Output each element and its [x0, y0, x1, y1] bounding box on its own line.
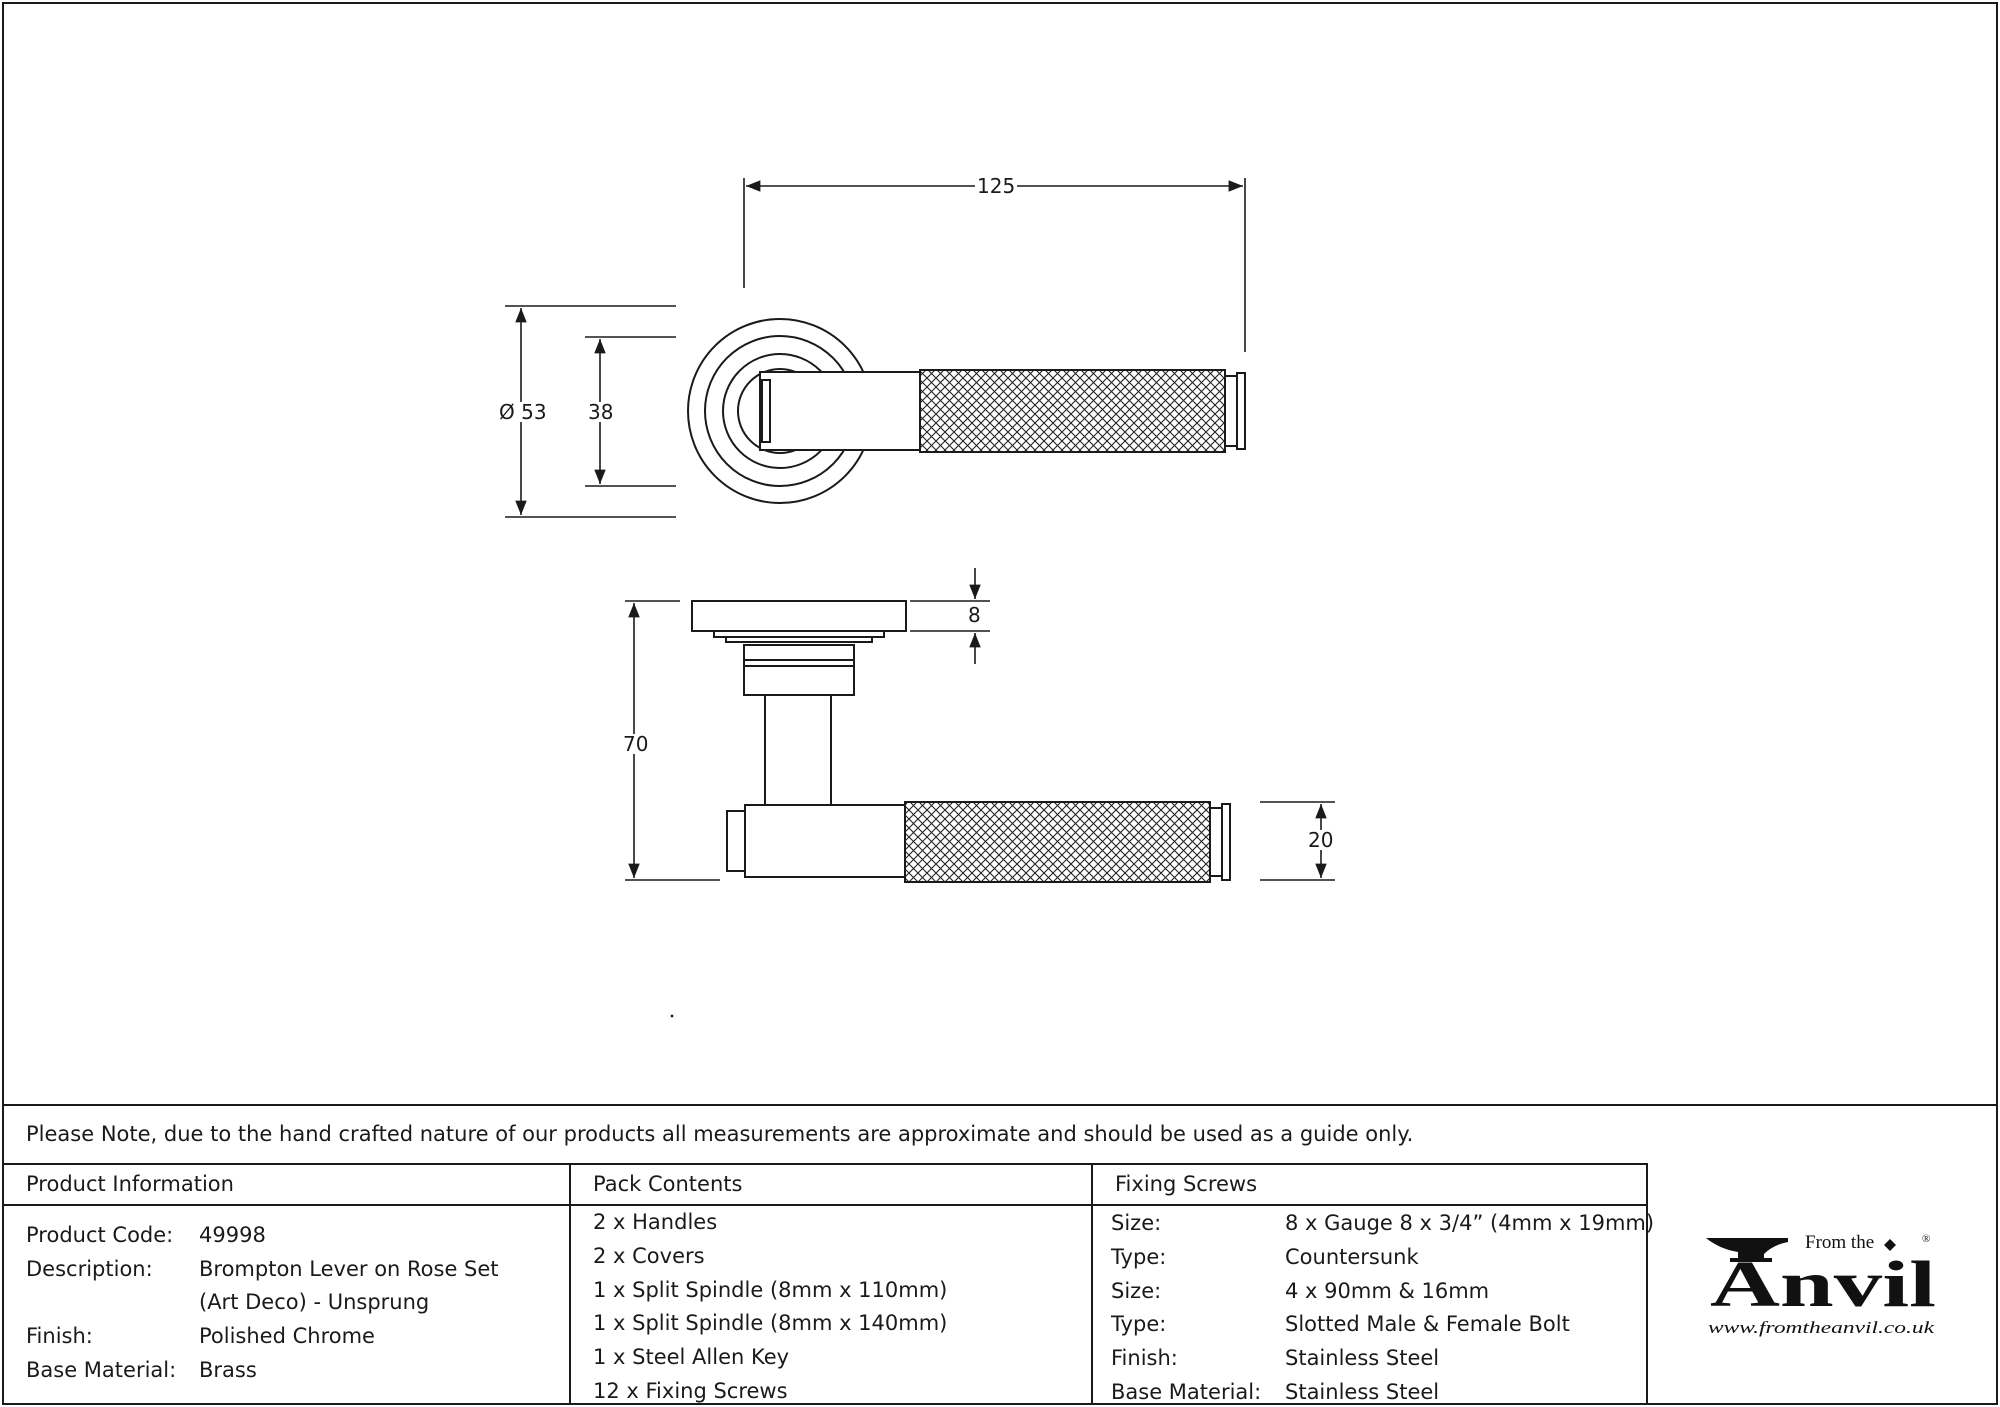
base-material-label: Base Material: — [26, 1358, 177, 1382]
finish-label: Finish: — [26, 1324, 93, 1348]
pack-item: 2 x Covers — [593, 1244, 705, 1268]
fixing-screws-heading: Fixing Screws — [1115, 1172, 1258, 1196]
side-view — [691, 600, 1231, 883]
lever-end-cap-side — [1209, 807, 1223, 877]
screw-value: 8 x Gauge 8 x 3/4” (4mm x 19mm) — [1285, 1211, 1655, 1235]
screw-label: Finish: — [1111, 1346, 1178, 1370]
dim-overall-length: 125 — [975, 174, 1018, 198]
dim-rose-thickness: 8 — [966, 603, 983, 627]
lever-end-disc-side — [1221, 803, 1231, 881]
screw-label: Type: — [1111, 1245, 1167, 1269]
pack-item: 1 x Split Spindle (8mm x 110mm) — [593, 1278, 948, 1302]
screw-value: Stainless Steel — [1285, 1346, 1440, 1370]
screw-label: Base Material: — [1111, 1380, 1262, 1404]
from-the-anvil-logo: From the ® Anvil www.fromtheanvil.co.uk — [1700, 1226, 1960, 1346]
screw-value: Countersunk — [1285, 1245, 1419, 1269]
diamond-icon — [1884, 1239, 1896, 1251]
dim-projection: 70 — [621, 732, 651, 756]
screw-label: Type: — [1111, 1312, 1167, 1336]
description-value-line2: (Art Deco) - Unsprung — [199, 1290, 430, 1314]
product-code-value: 49998 — [199, 1223, 266, 1247]
screw-label: Size: — [1111, 1211, 1162, 1235]
anvil-brand-text: Anvil — [1710, 1248, 1936, 1321]
technical-drawing — [505, 178, 1335, 1018]
dim-rose-diameter: Ø 53 — [497, 400, 549, 424]
lever-tail-side — [726, 810, 746, 872]
registered-mark: ® — [1922, 1233, 1930, 1245]
lever-end-disc-front — [1236, 372, 1246, 450]
lever-neck-side — [744, 804, 906, 878]
lever-end-cap-front — [1224, 375, 1238, 447]
pack-item: 2 x Handles — [593, 1210, 718, 1234]
column-divider-1 — [569, 1163, 571, 1405]
rose-step-2 — [725, 636, 873, 643]
dim-inner-rose: 38 — [586, 400, 616, 424]
product-code-label: Product Code: — [26, 1223, 174, 1247]
divider-note — [2, 1163, 1648, 1165]
front-view — [687, 318, 1246, 504]
screw-value: Slotted Male & Female Bolt — [1285, 1312, 1570, 1336]
dim-lever-diameter: 20 — [1306, 828, 1336, 852]
product-information-heading: Product Information — [26, 1172, 234, 1196]
divider-top — [2, 1104, 1998, 1106]
pack-item: 1 x Steel Allen Key — [593, 1345, 790, 1369]
from-the-text: From the — [1805, 1232, 1874, 1253]
lever-neck — [759, 371, 921, 451]
pack-contents-heading: Pack Contents — [593, 1172, 743, 1196]
divider-headings — [2, 1204, 1648, 1206]
pack-item: 12 x Fixing Screws — [593, 1379, 788, 1403]
column-divider-3 — [1646, 1163, 1648, 1405]
collar — [743, 644, 855, 696]
column-divider-2 — [1091, 1163, 1093, 1405]
screw-value: 4 x 90mm & 16mm — [1285, 1279, 1490, 1303]
screw-label: Size: — [1111, 1279, 1162, 1303]
lever-neck-inner — [761, 379, 771, 443]
measurement-note: Please Note, due to the hand crafted nat… — [26, 1122, 1414, 1146]
description-value: Brompton Lever on Rose Set — [199, 1257, 499, 1281]
base-material-value: Brass — [199, 1358, 257, 1382]
shank — [764, 694, 832, 806]
anvil-icon — [1706, 1238, 1788, 1262]
pack-item: 1 x Split Spindle (8mm x 140mm) — [593, 1311, 948, 1335]
description-label: Description: — [26, 1257, 153, 1281]
website-text: www.fromtheanvil.co.uk — [1708, 1318, 1935, 1337]
rose-plate — [691, 600, 907, 632]
finish-value: Polished Chrome — [199, 1324, 375, 1348]
screw-value: Stainless Steel — [1285, 1380, 1440, 1404]
